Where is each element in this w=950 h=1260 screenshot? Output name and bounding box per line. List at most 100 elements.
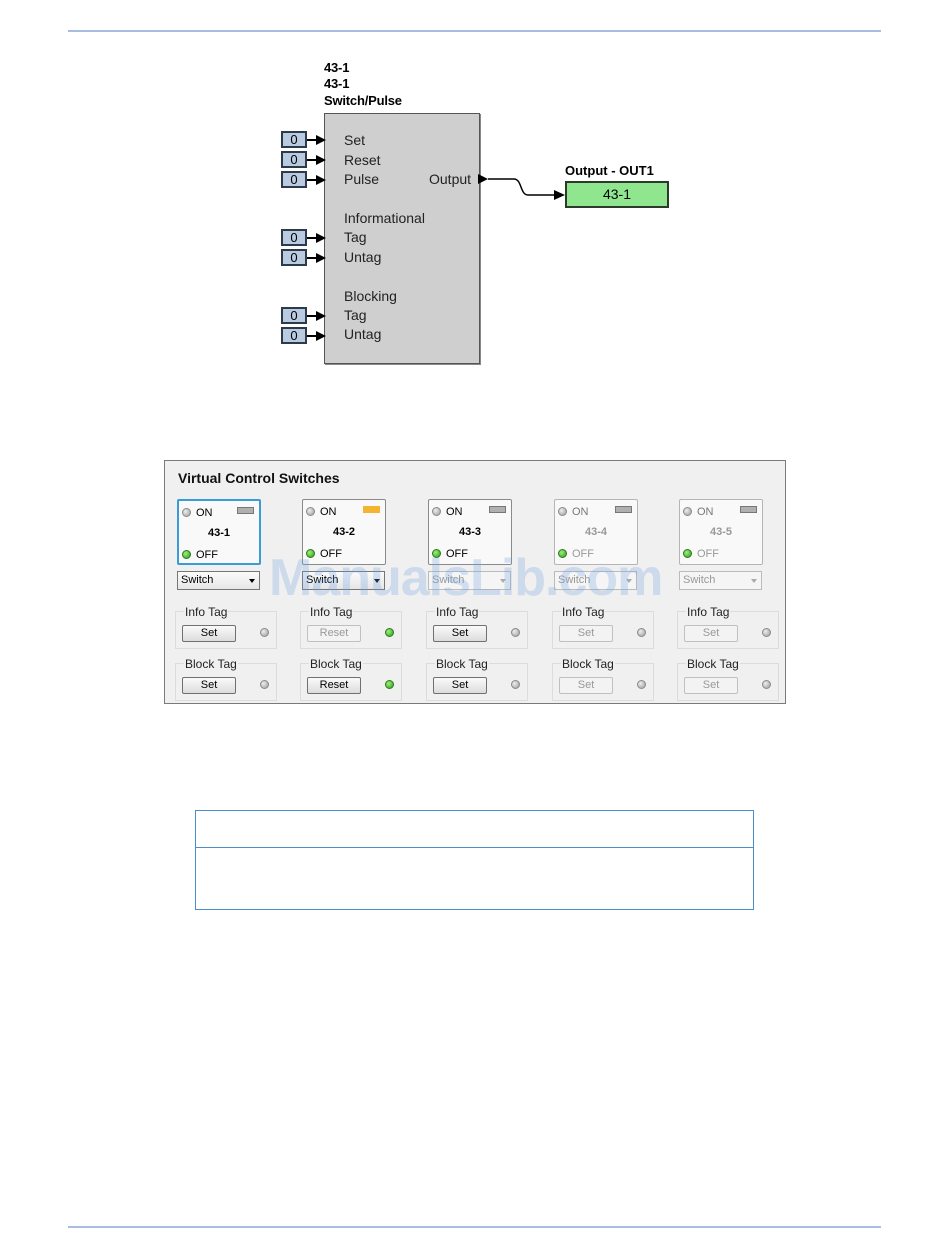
virtual-control-switches-panel: Virtual Control Switches ON 43-1 OFF Swi… [164,460,786,704]
tag-indicator [237,507,254,514]
info-tag-button[interactable]: Reset [307,625,361,642]
mode-value: Switch [558,574,591,586]
mode-select[interactable]: Switch [428,571,511,590]
info-tag-led-icon [260,628,269,637]
switch-card[interactable]: ON 43-1 OFF [177,499,261,565]
switch-pulse-block[interactable] [324,113,480,364]
info-tag-button[interactable]: Set [433,625,487,642]
output-wire-arrow [554,190,565,200]
block-tag-group: Block Tag Set [426,657,528,701]
info-tag-led-icon [385,628,394,637]
info-tag-group: Info Tag Reset [300,605,402,649]
switch-card[interactable]: ON 43-5 OFF [679,499,763,565]
input-block-tag-value[interactable]: 0 [281,307,307,324]
on-label: ON [196,507,213,519]
block-tag-button[interactable]: Set [433,677,487,694]
input-info-tag-wire [307,237,317,239]
block-tag-label: Block Tag [686,657,740,671]
input-info-tag-value[interactable]: 0 [281,229,307,246]
info-tag-group: Info Tag Set [552,605,654,649]
tag-indicator [615,506,632,513]
port-info-untag-label: Untag [344,249,382,265]
input-reset-arrow [316,155,326,165]
block-tag-label: Block Tag [561,657,615,671]
block-tag-led-icon [260,680,269,689]
led-icon [683,507,692,516]
on-label: ON [320,506,337,518]
led-icon [432,507,441,516]
input-block-untag-value[interactable]: 0 [281,327,307,344]
info-tag-group: Info Tag Set [175,605,277,649]
block-tag-button[interactable]: Set [182,677,236,694]
block-tag-button[interactable]: Set [559,677,613,694]
input-info-untag-value[interactable]: 0 [281,249,307,266]
port-pulse-label: Pulse [344,171,380,187]
port-block-untag-label: Untag [344,326,382,342]
mode-value: Switch [306,574,339,586]
note-table [195,810,754,910]
input-pulse-wire [307,179,317,181]
port-set-label: Set [344,132,366,148]
chevron-down-icon [751,579,757,583]
block-tag-group: Block Tag Set [175,657,277,701]
switch-card[interactable]: ON 43-3 OFF [428,499,512,565]
switch-card[interactable]: ON 43-4 OFF [554,499,638,565]
output-wire-path [488,178,554,196]
input-set-arrow [316,135,326,145]
off-label: OFF [446,548,468,560]
table-divider [196,847,753,848]
block-tag-label: Block Tag [309,657,363,671]
block-label-2: 43-1 [324,76,350,91]
mode-select[interactable]: Switch [679,571,762,590]
on-label: ON [697,506,714,518]
chevron-down-icon [500,579,506,583]
input-block-tag-arrow [316,311,326,321]
switch-43-2: ON 43-2 OFF Switch Info Tag Reset Block … [290,497,402,701]
group-blocking-label: Blocking [344,288,397,304]
led-icon [558,507,567,516]
switch-43-4: ON 43-4 OFF Switch Info Tag Set Block Ta… [542,497,654,701]
chevron-down-icon [374,579,380,583]
info-tag-group: Info Tag Set [426,605,528,649]
block-tag-group: Block Tag Set [552,657,654,701]
group-informational-label: Informational [344,210,425,226]
off-indicator: OFF [306,548,342,560]
input-pulse-arrow [316,175,326,185]
on-label: ON [446,506,463,518]
mode-select[interactable]: Switch [177,571,260,590]
input-pulse-value[interactable]: 0 [281,171,307,188]
switch-name: 43-2 [332,526,356,538]
port-output-label: Output [429,171,472,187]
input-reset-value[interactable]: 0 [281,151,307,168]
block-tag-button[interactable]: Reset [307,677,361,694]
input-block-untag-arrow [316,331,326,341]
led-icon [306,507,315,516]
mode-select[interactable]: Switch [302,571,385,590]
off-label: OFF [196,549,218,561]
off-indicator: OFF [683,548,719,560]
switch-card[interactable]: ON 43-2 OFF [302,499,386,565]
info-tag-button[interactable]: Set [684,625,738,642]
info-tag-button[interactable]: Set [559,625,613,642]
port-block-tag-label: Tag [344,307,367,323]
off-indicator: OFF [558,548,594,560]
watermark: ManualsLib.com [269,549,663,607]
off-label: OFF [697,548,719,560]
block-tag-led-icon [511,680,520,689]
mode-select[interactable]: Switch [554,571,637,590]
block-tag-button[interactable]: Set [684,677,738,694]
block-label-1: 43-1 [324,60,350,75]
led-icon [432,549,441,558]
input-block-untag-wire [307,335,317,337]
input-set-value[interactable]: 0 [281,131,307,148]
input-info-untag-arrow [316,253,326,263]
header-rule [68,30,881,32]
output-value-box[interactable]: 43-1 [565,181,669,208]
switch-name: 43-5 [709,526,733,538]
off-label: OFF [320,548,342,560]
info-tag-button[interactable]: Set [182,625,236,642]
info-tag-label: Info Tag [309,605,354,619]
switch-name: 43-4 [584,526,608,538]
info-tag-label: Info Tag [686,605,731,619]
input-block-tag-wire [307,315,317,317]
